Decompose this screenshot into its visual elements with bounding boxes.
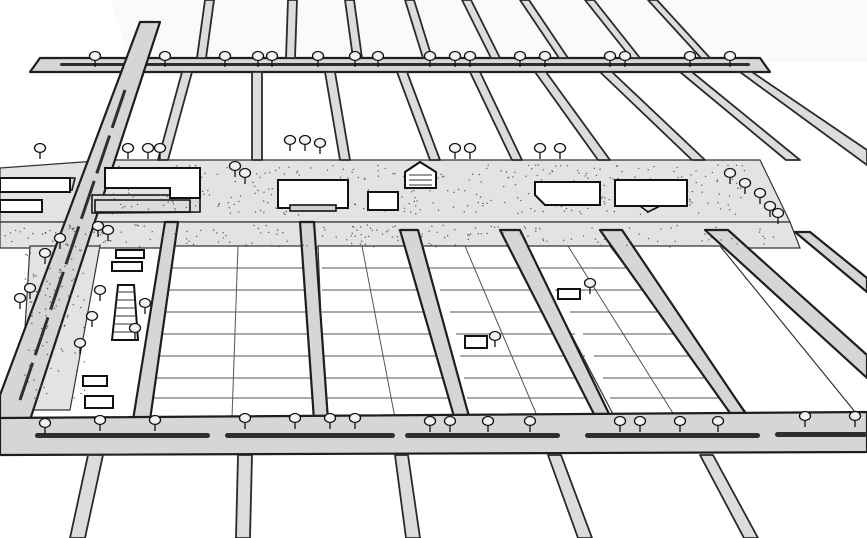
hut-4 [84,395,114,409]
tree-icon [88,50,102,67]
ground-speckles [4,164,775,399]
tree-icon [91,220,105,237]
rear-roads [157,0,867,166]
tree-icon [238,412,252,429]
tree-icon [633,415,647,432]
tree-icon [618,50,632,67]
tree-icon [753,187,767,204]
tree-icon [488,330,502,347]
tree-icon [23,282,37,299]
tree-icon [443,415,457,432]
tree-icon [38,247,52,264]
tree-icon [523,415,537,432]
tree-icon [283,134,297,151]
top-road [28,56,772,74]
tree-icon [463,142,477,159]
tree-icon [603,50,617,67]
tree-icon [673,415,687,432]
central-hall [277,179,349,209]
tree-icon [38,417,52,434]
tree-icon [711,415,725,432]
tree-icon [763,200,777,217]
tree-icon [513,50,527,67]
tree-icon [218,50,232,67]
tree-icon [423,50,437,67]
tree-icon [423,415,437,432]
tree-icon [238,167,252,184]
tree-icon [53,232,67,249]
building-right-1 [534,181,601,206]
village-buildings [0,160,688,213]
hut-2 [111,261,143,272]
tree-icon [348,50,362,67]
tree-icon [128,322,142,339]
tree-icon [141,142,155,159]
tree-icon [463,50,477,67]
tree-icon [13,292,27,309]
tree-icon [251,50,265,67]
tree-icon [371,50,385,67]
tree-icon [481,415,495,432]
tree-icon [85,310,99,327]
tree-icon [613,415,627,432]
tree-icon [738,177,752,194]
tree-icon [798,410,812,427]
hut-1 [115,249,145,259]
trees [13,50,862,434]
tree-icon [771,207,785,224]
house-small [367,191,399,211]
tree-icon [723,167,737,184]
tree-icon [73,337,87,354]
building-right-2 [614,179,688,207]
tree-icon [93,414,107,431]
tree-icon [33,142,47,159]
tree-icon [101,224,115,241]
field-huts [82,249,581,409]
tree-icon [158,50,172,67]
lower-roads [69,454,759,538]
tree-icon [538,50,552,67]
building-left-1 [0,177,71,193]
front-road [0,410,867,457]
tree-icon [228,160,242,177]
tree-icon [148,414,162,431]
far-fields [110,0,867,62]
tree-icon [583,277,597,294]
tree-icon [93,284,107,301]
tree-icon [533,142,547,159]
tree-icon [138,297,152,314]
tree-icon [348,412,362,429]
tree-icon [153,142,167,159]
tree-icon [121,142,135,159]
tree-icon [553,142,567,159]
tree-icon [723,50,737,67]
tree-icon [848,410,862,427]
field-roads [131,220,867,422]
tree-icon [311,50,325,67]
field-hut-1 [464,335,488,349]
tree-icon [298,134,312,151]
tree-icon [323,412,337,429]
building-row-1 [94,199,191,213]
building-left-2 [0,199,43,213]
tree-icon [265,50,279,67]
field-hut-2 [557,288,581,300]
central-hall-porch [289,204,337,212]
tree-icon [448,142,462,159]
building-compound-1 [104,167,201,199]
hut-3 [82,375,108,387]
tree-icon [448,50,462,67]
tree-icon [288,412,302,429]
tree-icon [683,50,697,67]
tree-icon [313,137,327,154]
